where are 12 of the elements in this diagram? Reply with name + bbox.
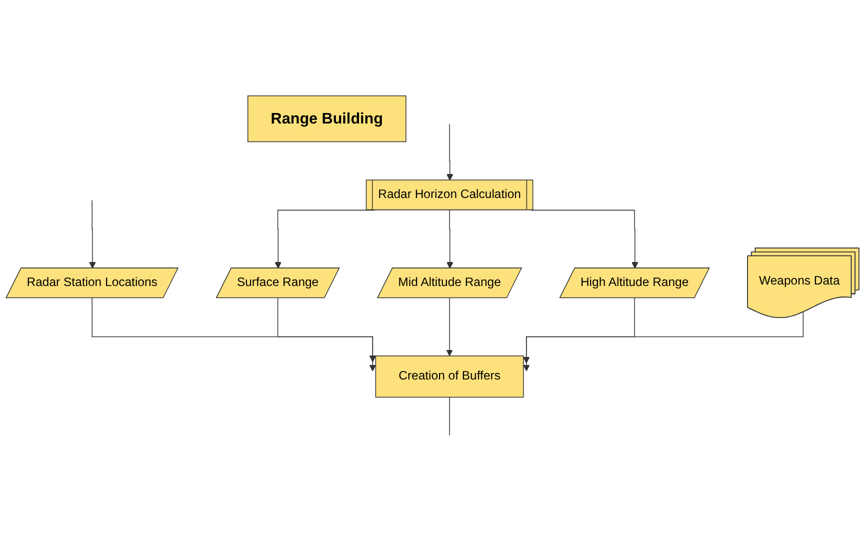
- arrow: [89, 200, 96, 269]
- arrow: [446, 210, 454, 269]
- arrow: [277, 298, 376, 362]
- node-box: Creation of Buffers: [375, 356, 524, 398]
- arrow: [92, 298, 376, 372]
- arrow: [530, 210, 638, 269]
- arrow: [446, 298, 453, 356]
- arrow: [523, 298, 636, 364]
- node-box: Range Building: [247, 95, 406, 142]
- arrow: [446, 124, 454, 181]
- connector: [449, 396, 450, 436]
- arrow: [523, 312, 804, 372]
